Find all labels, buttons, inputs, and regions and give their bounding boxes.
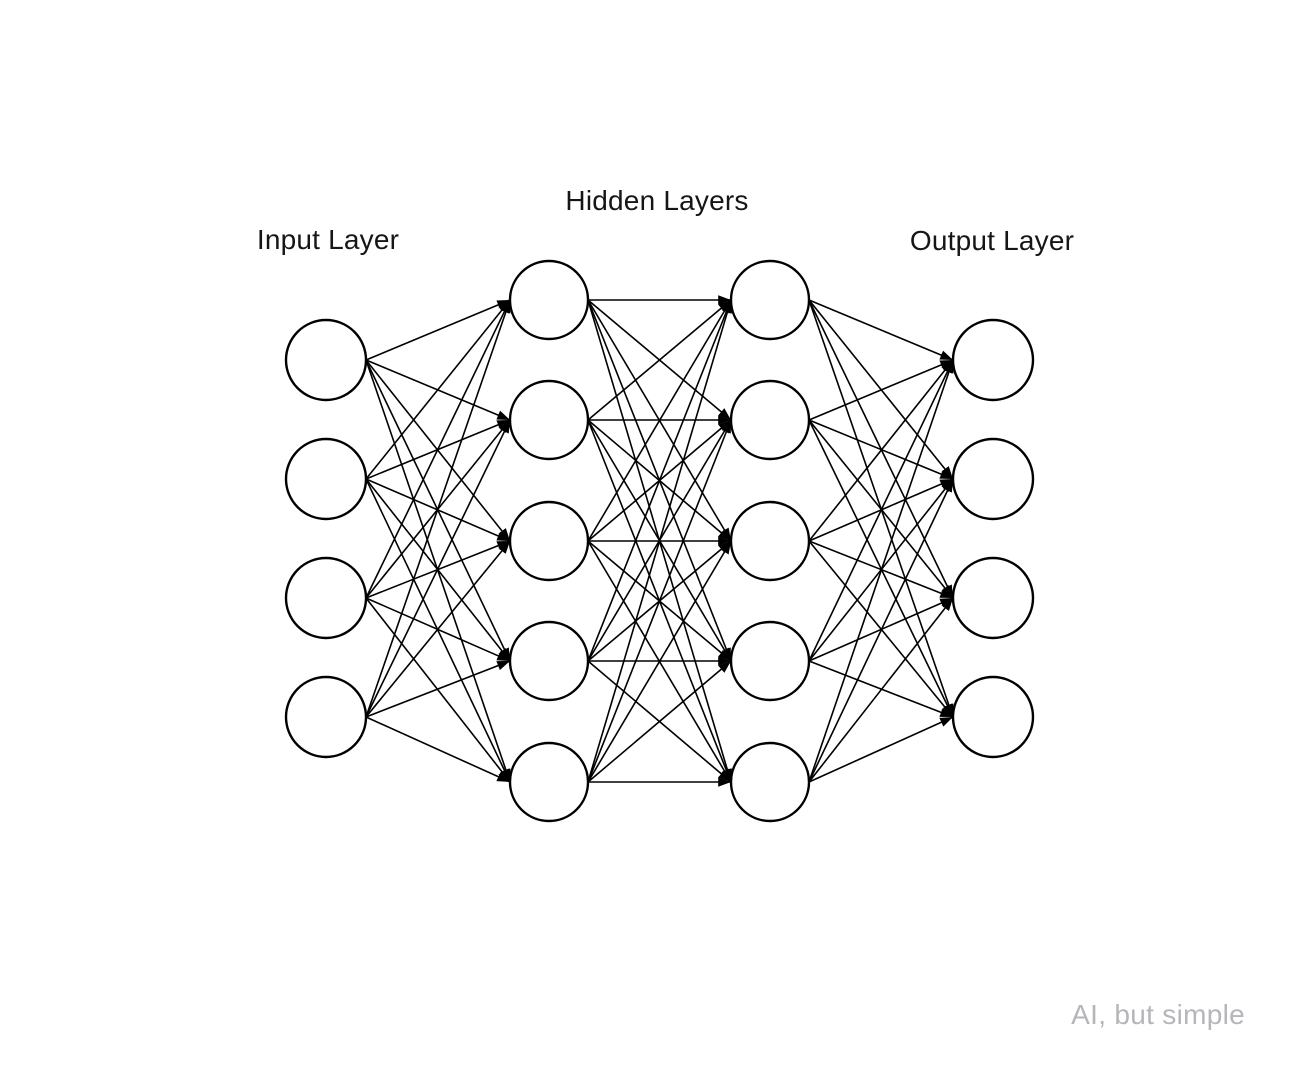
neuron-hidden-1-4 (508, 620, 590, 702)
edge-hidden-1-5-to-hidden-2-4 (587, 660, 732, 783)
neuron-output-3 (951, 556, 1035, 640)
neuron-output-2 (951, 437, 1035, 521)
neuron-hidden-2-2 (729, 379, 811, 461)
edge-input-2-to-hidden-1-5 (365, 478, 511, 783)
edge-hidden-2-4-to-output-1 (808, 359, 954, 662)
nodes-group (284, 259, 1035, 823)
neuron-output-4 (951, 675, 1035, 759)
edge-hidden-2-5-to-output-1 (808, 359, 954, 783)
input-layer-label: Input Layer (256, 224, 400, 255)
neuron-input-1 (284, 318, 368, 402)
edge-input-3-to-hidden-1-5 (365, 597, 511, 783)
neuron-hidden-1-5 (508, 741, 590, 823)
edge-hidden-2-1-to-output-1 (808, 299, 954, 361)
neuron-output-1 (951, 318, 1035, 402)
edge-input-2-to-hidden-1-1 (365, 299, 511, 480)
edge-hidden-1-3-to-hidden-2-1 (587, 299, 732, 542)
edge-hidden-2-2-to-output-1 (808, 359, 954, 421)
edge-hidden-1-4-to-hidden-2-1 (587, 299, 732, 662)
hidden-layers-label: Hidden Layers (565, 185, 749, 216)
neuron-hidden-1-2 (508, 379, 590, 461)
neuron-hidden-2-4 (729, 620, 811, 702)
output-layer-label: Output Layer (909, 225, 1075, 256)
edge-hidden-2-5-to-output-4 (808, 716, 954, 783)
edge-hidden-1-5-to-hidden-2-3 (587, 540, 732, 783)
edge-hidden-2-2-to-output-4 (808, 419, 954, 718)
edge-input-4-to-hidden-1-1 (365, 299, 511, 718)
edge-input-4-to-hidden-1-2 (365, 419, 511, 718)
edge-hidden-1-5-to-hidden-2-1 (587, 299, 732, 783)
neuron-hidden-1-1 (508, 259, 590, 341)
edge-hidden-2-5-to-output-2 (808, 478, 954, 783)
neuron-input-4 (284, 675, 368, 759)
edge-hidden-1-2-to-hidden-2-1 (587, 299, 732, 421)
neuron-input-2 (284, 437, 368, 521)
neuron-input-3 (284, 556, 368, 640)
edge-input-4-to-hidden-1-5 (365, 716, 511, 783)
neuron-hidden-2-3 (729, 500, 811, 582)
edge-input-3-to-hidden-1-1 (365, 299, 511, 599)
neuron-hidden-2-5 (729, 741, 811, 823)
neuron-hidden-2-1 (729, 259, 811, 341)
watermark-text: AI, but simple (1071, 999, 1245, 1030)
edge-input-4-to-hidden-1-3 (365, 540, 511, 718)
edge-hidden-1-5-to-hidden-2-2 (587, 419, 732, 783)
edge-hidden-2-3-to-output-1 (808, 359, 954, 542)
edge-hidden-2-5-to-output-3 (808, 597, 954, 783)
neuron-hidden-1-3 (508, 500, 590, 582)
edge-input-4-to-hidden-1-4 (365, 660, 511, 718)
edges-group (365, 295, 954, 787)
edge-input-1-to-hidden-1-1 (365, 299, 511, 361)
